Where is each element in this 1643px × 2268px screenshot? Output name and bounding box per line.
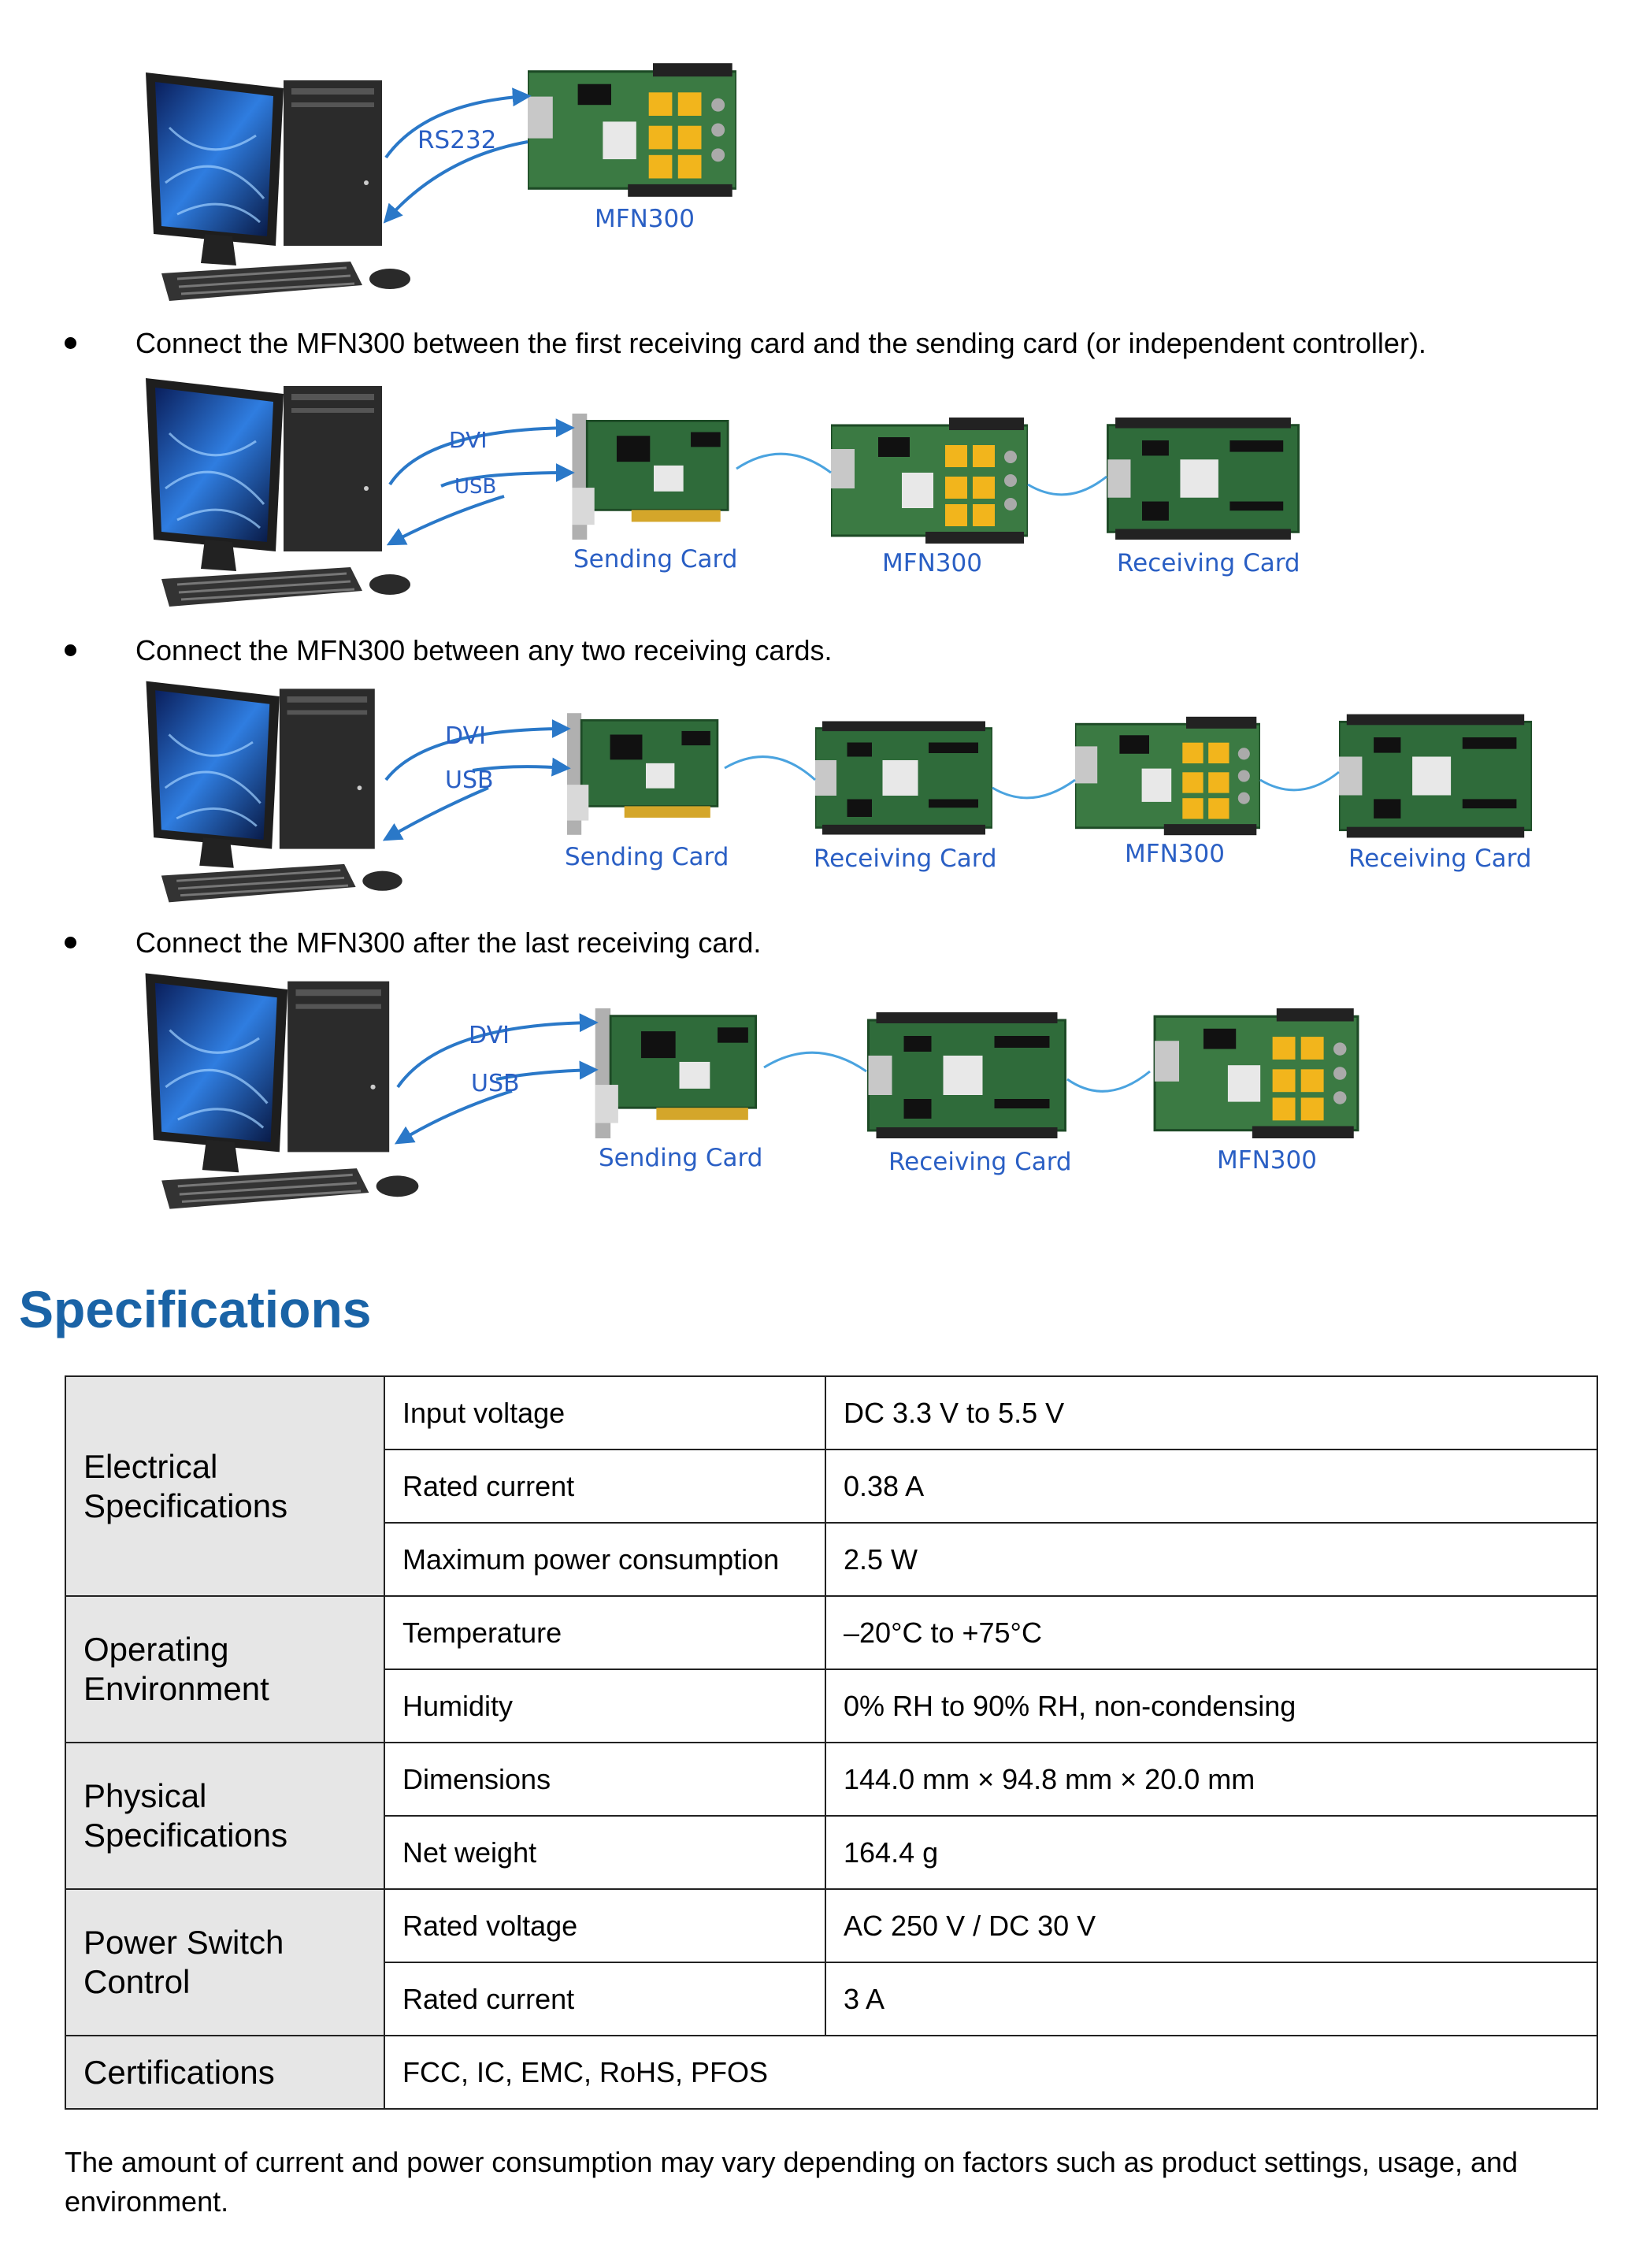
diagram-rs232: RS232 MFN300 <box>0 55 1643 315</box>
category-cell: Power Switch Control <box>65 1888 385 2036</box>
dvi-label: DVI <box>469 1022 510 1049</box>
diagram-between-two-receiving: DVI USB Sending Card Receiving Card MFN3… <box>0 670 1643 922</box>
value-cell: 0% RH to 90% RH, non-condensing <box>825 1669 1598 1743</box>
value-cell: –20°C to +75°C <box>825 1595 1598 1670</box>
table-row: Maximum power consumption 2.5 W <box>65 1522 1598 1597</box>
mfn300-label: MFN300 <box>1217 1146 1317 1175</box>
bullet-text: Connect the MFN300 after the last receiv… <box>135 926 762 959</box>
diagram-between-sending-and-receiving: DVI USB Sending Card MFN300 Receiving Ca… <box>0 366 1643 618</box>
usb-label: USB <box>454 475 497 499</box>
param-cell: Dimensions <box>384 1742 826 1817</box>
receiving-card-label: Receiving Card <box>1117 549 1300 577</box>
rs232-label: RS232 <box>417 126 497 154</box>
table-row: Operating Environment Temperature –20°C … <box>65 1595 1598 1743</box>
diagram-rs232-graphic <box>144 63 736 303</box>
param-cell: Temperature <box>384 1595 826 1670</box>
diagram-4-graphic <box>143 971 1359 1211</box>
specifications-table: Electrical Specifications Input voltage … <box>65 1375 1598 2110</box>
value-cell: 0.38 A <box>825 1449 1598 1524</box>
table-row: Electrical Specifications Input voltage … <box>65 1375 1598 1597</box>
value-cell: DC 3.3 V to 5.5 V <box>825 1375 1598 1450</box>
param-cell: Net weight <box>384 1815 826 1890</box>
param-cell: Input voltage <box>384 1375 826 1450</box>
bullet-dot <box>65 937 76 948</box>
diagram-3-graphic <box>144 680 1532 904</box>
usb-label: USB <box>471 1070 520 1097</box>
value-cell: 3 A <box>825 1962 1598 2036</box>
table-row: Power Switch Control Rated voltage AC 25… <box>65 1888 1598 2036</box>
value-cell: 144.0 mm × 94.8 mm × 20.0 mm <box>825 1742 1598 1817</box>
section-heading-specifications: Specifications <box>19 1280 372 1338</box>
diagram-2-graphic <box>144 377 1300 608</box>
param-cell: Rated voltage <box>384 1888 826 1963</box>
table-row: Net weight 164.4 g <box>65 1815 1598 1890</box>
bullet-item: Connect the MFN300 between any two recei… <box>65 633 1640 673</box>
sending-card-label: Sending Card <box>565 843 729 871</box>
value-cell: AC 250 V / DC 30 V <box>825 1888 1598 1963</box>
value-cell: 164.4 g <box>825 1815 1598 1890</box>
bullet-dot <box>65 337 76 349</box>
receiving-card-label: Receiving Card <box>1348 844 1532 873</box>
diagram-after-last-receiving: DVI USB Sending Card Receiving Card MFN3… <box>0 961 1643 1221</box>
mfn300-label: MFN300 <box>882 549 982 577</box>
category-cell: Electrical Specifications <box>65 1375 385 1597</box>
table-row: Humidity 0% RH to 90% RH, non-condensing <box>65 1669 1598 1743</box>
param-cell: Rated current <box>384 1962 826 2036</box>
dvi-label: DVI <box>449 427 488 453</box>
category-cell: Operating Environment <box>65 1595 385 1743</box>
table-row: Rated current 3 A <box>65 1962 1598 2036</box>
sending-card-label: Sending Card <box>573 545 738 573</box>
mfn300-label: MFN300 <box>1125 840 1225 868</box>
usb-label: USB <box>445 767 494 794</box>
receiving-card-label: Receiving Card <box>888 1148 1072 1176</box>
param-cell: Maximum power consumption <box>384 1522 826 1597</box>
receiving-card-label: Receiving Card <box>814 844 997 873</box>
table-row: Certifications FCC, IC, EMC, RoHS, PFOS <box>65 2035 1598 2110</box>
value-cell: FCC, IC, EMC, RoHS, PFOS <box>384 2035 1598 2110</box>
bullet-text: Connect the MFN300 between any two recei… <box>135 634 833 666</box>
sending-card-label: Sending Card <box>599 1144 763 1172</box>
param-cell: Rated current <box>384 1449 826 1524</box>
value-cell: 2.5 W <box>825 1522 1598 1597</box>
bullet-item: Connect the MFN300 between the first rec… <box>65 326 1640 366</box>
table-row: Rated current 0.38 A <box>65 1449 1598 1524</box>
bullet-dot <box>65 644 76 656</box>
bullet-item: Connect the MFN300 after the last receiv… <box>65 926 1640 965</box>
category-cell: Certifications <box>65 2035 385 2110</box>
mfn300-label: MFN300 <box>595 205 695 233</box>
table-row: Physical Specifications Dimensions 144.0… <box>65 1742 1598 1890</box>
bullet-text: Connect the MFN300 between the first rec… <box>135 327 1426 359</box>
category-cell: Physical Specifications <box>65 1742 385 1890</box>
param-cell: Humidity <box>384 1669 826 1743</box>
specifications-note: The amount of current and power consumpt… <box>65 2146 1519 2218</box>
dvi-label: DVI <box>445 722 486 750</box>
